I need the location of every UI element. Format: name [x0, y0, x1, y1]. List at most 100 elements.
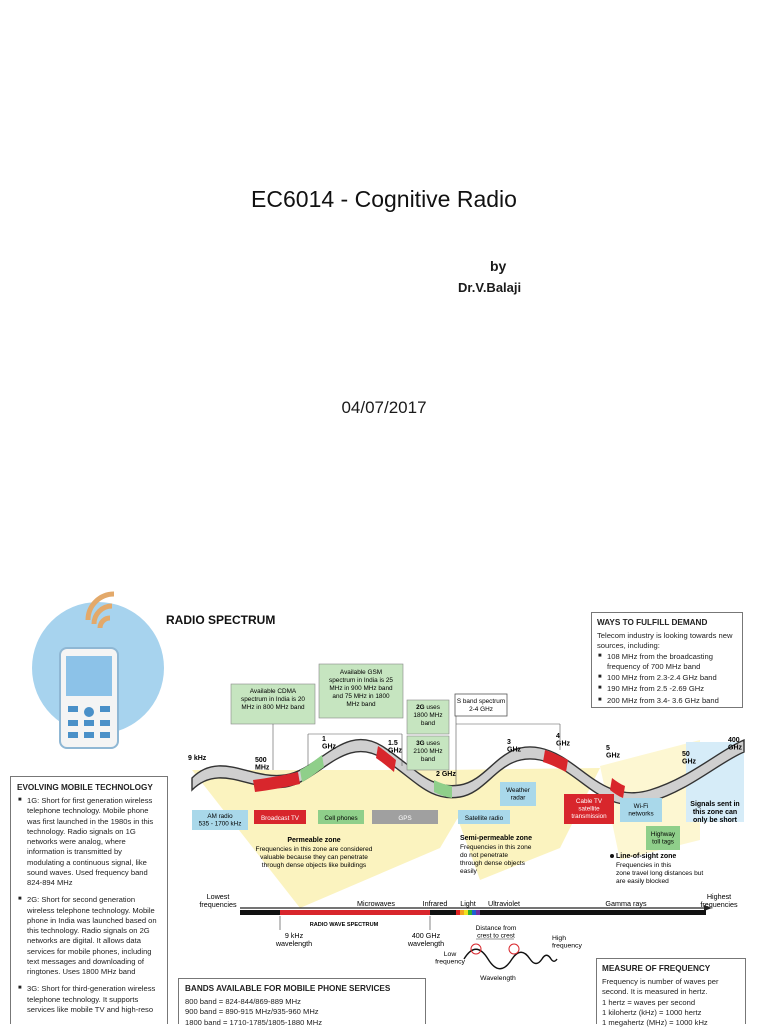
- ir-line: Infrared: [423, 899, 448, 908]
- gps-line: GPS: [398, 815, 411, 822]
- weather-radar-tag: [500, 782, 536, 806]
- dist-line: crest to crest: [477, 933, 515, 940]
- f7-line: GHz: [556, 741, 571, 748]
- by-label: by: [490, 258, 507, 274]
- evolving-mobile-technology-box: EVOLVING MOBILE TECHNOLOGY 1G: Short for…: [10, 776, 168, 1024]
- g2-line: uses: [425, 704, 440, 711]
- light-label: Light: [460, 899, 476, 908]
- semi-permeable-title: Semi-permeable zone: [460, 835, 532, 842]
- g3-bold: 3G: [416, 740, 425, 747]
- gsm-line: MHz band: [346, 701, 376, 708]
- freq-label: 9 kHz: [188, 755, 207, 762]
- f3-line: GHz: [322, 744, 337, 751]
- wavelength-label: Wavelength: [480, 975, 516, 982]
- am-line: AM radio: [207, 813, 233, 820]
- permT-line: Permeable zone: [287, 837, 340, 844]
- f6-line: 3: [507, 739, 511, 746]
- slide-title: EC6014 - Cognitive Radio: [251, 186, 517, 212]
- spectrum-red-segment: [610, 778, 625, 798]
- ways-item: 100 MHz from 2.3-2.4 GHz band: [598, 673, 737, 683]
- cell-line: Cell phones: [324, 815, 357, 822]
- spectrum-green-segment: [434, 780, 452, 798]
- evolving-item: 2G: Short for second generation wireless…: [18, 895, 161, 977]
- 3g-callout: [406, 735, 450, 771]
- permD-line: Frequencies in this zone are considered: [256, 846, 373, 853]
- cdma-line: MHz in 800 MHz band: [241, 704, 305, 711]
- permeable-zone-title: Permeable zone: [287, 837, 340, 844]
- slide-date: 04/07/2017: [341, 398, 427, 417]
- losD-line: Frequencies in this: [616, 862, 672, 869]
- f9-line: 50: [682, 751, 690, 758]
- wifi-line: Wi-Fi: [634, 803, 649, 810]
- ctv-line: transmission: [571, 813, 607, 820]
- measure-line: 1 kilohertz (kHz) = 1000 hertz: [602, 1007, 702, 1017]
- ways-item: 108 MHz from the broadcasting frequency …: [598, 652, 737, 673]
- f10-line: GHz: [728, 745, 743, 752]
- lf-line: frequency: [435, 959, 465, 966]
- satellite-radio-label: Satellite radio: [465, 815, 504, 822]
- satr-line: Satellite radio: [465, 815, 504, 822]
- wifi-tag: [620, 798, 662, 822]
- bands-line: 900 band = 890-915 MHz/935-960 MHz: [185, 1007, 319, 1017]
- sband-line: S band spectrum: [457, 698, 505, 705]
- f10-line: 400: [728, 737, 740, 744]
- wlR-line: 400 GHz: [412, 931, 441, 940]
- wave-diagram: [463, 948, 558, 970]
- s-band-callout: [454, 693, 508, 717]
- ultraviolet-label: Ultraviolet: [488, 899, 520, 908]
- shortT-line: only be short: [693, 817, 738, 824]
- g2-line: 1800 MHz: [413, 712, 442, 719]
- highest-line: frequencies: [700, 900, 738, 909]
- infographic-heading: RADIO SPECTRUM: [166, 613, 275, 627]
- wlL-line: 9 kHz: [285, 931, 304, 940]
- ways-item: 200 MHz from 3.4- 3.6 GHz band: [598, 696, 737, 706]
- cable-tv-tag: [564, 794, 614, 824]
- hf-line: High: [552, 935, 566, 942]
- spectrum-red-segment: [376, 746, 396, 772]
- losT-line: Line-of-sight zone: [616, 853, 676, 860]
- gps-label: GPS: [398, 815, 411, 822]
- spectrum-red-segment: [253, 772, 300, 792]
- bands-available-box: BANDS AVAILABLE FOR MOBILE PHONE SERVICE…: [178, 978, 426, 1027]
- ways-box-title: WAYS TO FULFILL DEMAND: [597, 618, 708, 627]
- g2-line: band: [421, 720, 436, 727]
- spectrum-green-segment: [300, 755, 324, 782]
- wifi-line: networks: [628, 811, 653, 818]
- f1-line: 9 kHz: [188, 755, 207, 762]
- semi-permeable-zone-area: [440, 768, 600, 880]
- radio-wave-bar: [280, 910, 430, 915]
- semiD-line: through dense objects: [460, 860, 526, 867]
- g2-bold: 2G: [416, 704, 425, 711]
- losD-line: are easily blocked: [616, 878, 669, 885]
- gps-tag: [372, 810, 438, 824]
- evolving-item: 3G: Short for third-generation wireless …: [18, 984, 161, 1015]
- wlR-line: wavelength: [407, 939, 444, 948]
- f9-line: GHz: [682, 759, 697, 766]
- f3-line: 1: [322, 736, 326, 743]
- bands-box-title: BANDS AVAILABLE FOR MOBILE PHONE SERVICE…: [185, 984, 391, 993]
- wl-line: Wavelength: [480, 975, 516, 982]
- lf-line: Low: [444, 951, 457, 958]
- microwaves-label: Microwaves: [357, 899, 395, 908]
- ways-item: 190 MHz from 2.5 -2.69 GHz: [598, 684, 737, 694]
- line-of-sight-title: Line-of-sight zone: [616, 853, 676, 860]
- g3-line: uses: [425, 740, 440, 747]
